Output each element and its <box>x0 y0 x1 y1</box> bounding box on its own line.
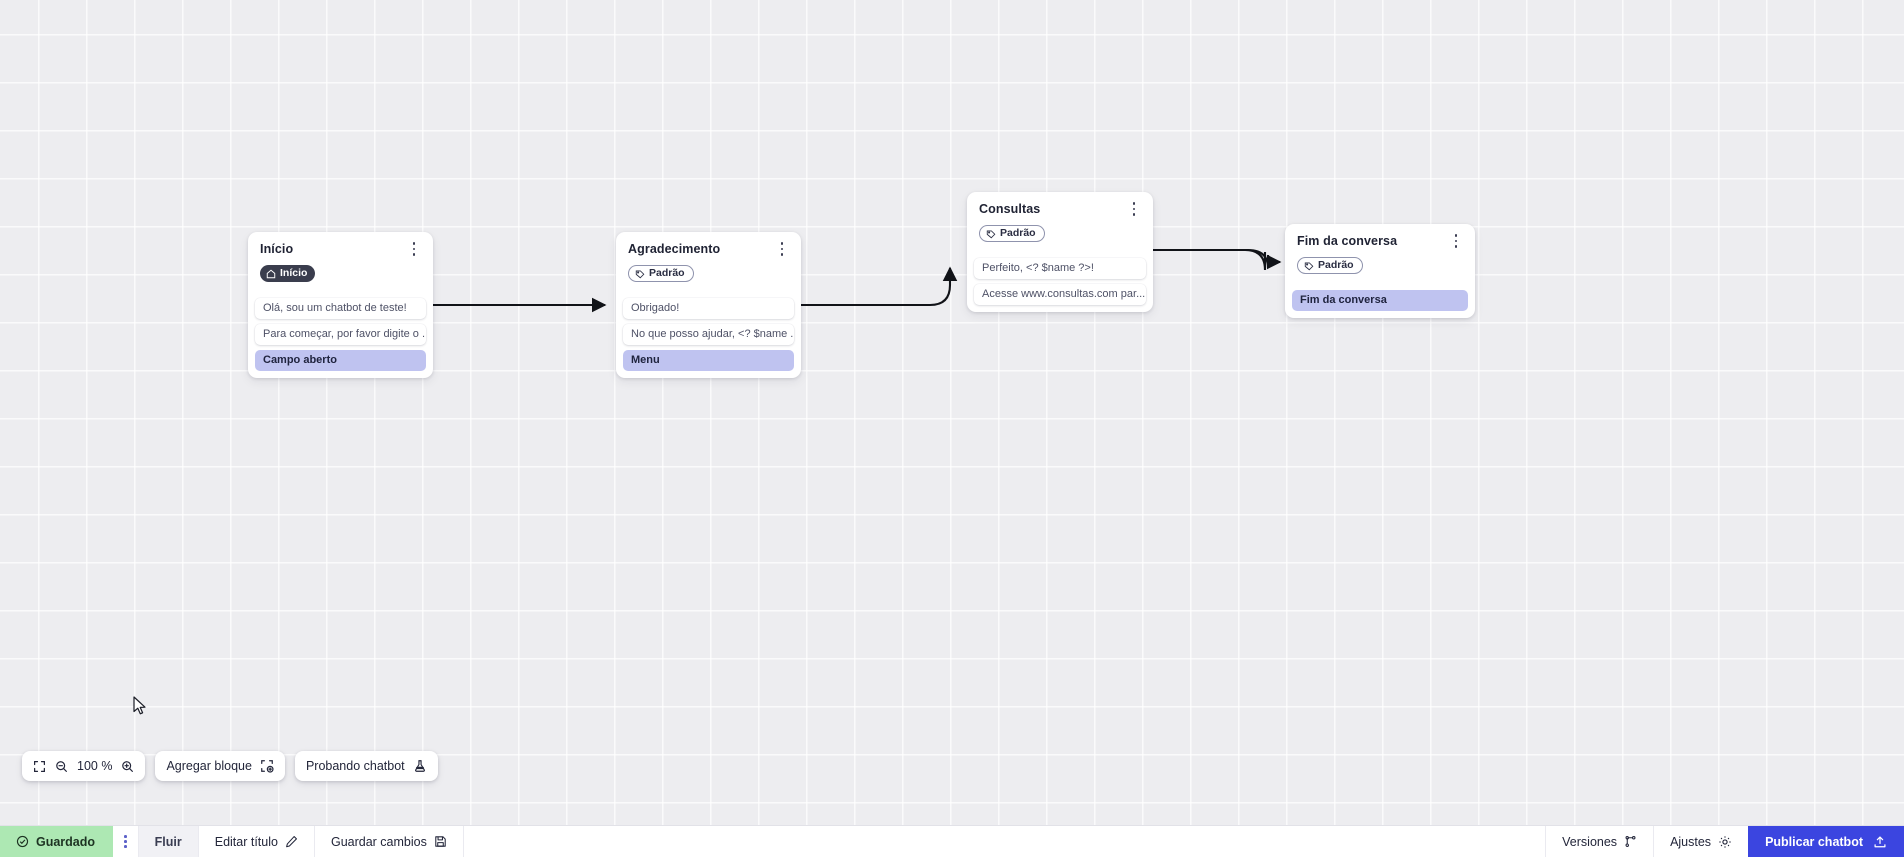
node-rows: Perfeito, <? $name ?>! Acesse www.consul… <box>967 257 1153 312</box>
test-chatbot-label: Probando chatbot <box>305 758 405 773</box>
connector-layer <box>357 248 1282 313</box>
flow-options-menu-button[interactable] <box>113 826 139 857</box>
saved-status-badge: Guardado <box>0 826 114 857</box>
test-chatbot-button[interactable]: Probando chatbot <box>306 759 427 773</box>
test-chatbot-group[interactable]: Probando chatbot <box>294 751 438 781</box>
node-agradecimento[interactable]: Agradecimento Padrão Obrigado! No que po… <box>616 232 801 378</box>
node-title: Fim da conversa <box>1297 234 1398 248</box>
versions-button[interactable]: Versiones <box>1545 826 1653 857</box>
node-title: Agradecimento <box>628 242 721 256</box>
node-title: Consultas <box>979 202 1041 216</box>
save-changes-label: Guardar cambios <box>330 834 427 849</box>
publish-chatbot-button[interactable]: Publicar chatbot <box>1748 826 1904 857</box>
edit-title-label: Editar título <box>214 834 278 849</box>
save-changes-button[interactable]: Guardar cambios <box>315 826 464 857</box>
node-badge-start: Início <box>260 265 316 282</box>
zoom-in-icon[interactable] <box>121 760 134 773</box>
publish-chatbot-label: Publicar chatbot <box>1765 834 1863 849</box>
settings-button[interactable]: Ajustes <box>1653 826 1748 857</box>
flask-icon <box>413 759 427 773</box>
add-block-icon <box>260 759 274 773</box>
node-menu-button[interactable] <box>775 241 789 257</box>
node-row-action[interactable]: Campo aberto <box>255 349 426 371</box>
node-row-message[interactable]: Acesse www.consultas.com par... <box>974 283 1146 305</box>
edit-title-button[interactable]: Editar título <box>199 826 315 857</box>
tab-fluir-label: Fluir <box>154 834 182 849</box>
edge-agradecimento-to-consultas <box>660 266 958 307</box>
tag-icon <box>1304 261 1314 271</box>
node-rows: Fim da conversa <box>1285 289 1475 318</box>
saved-status-label: Guardado <box>36 834 96 849</box>
node-menu-button[interactable] <box>1449 233 1463 249</box>
bottom-status-bar[interactable]: Guardado Fluir Editar título Guardar cam… <box>0 825 1904 857</box>
node-menu-button[interactable] <box>407 241 421 257</box>
edge-consultas-to-fim <box>1152 248 1267 271</box>
node-consultas[interactable]: Consultas Padrão Perfeito, <? $name ?>! … <box>967 192 1153 312</box>
save-disk-icon <box>434 835 447 848</box>
zoom-level-label: 100 % <box>77 759 113 773</box>
zoom-out-icon[interactable] <box>55 760 68 773</box>
branch-icon <box>1624 835 1637 848</box>
node-inicio[interactable]: Início Início Olá, sou um chatbot de tes… <box>248 232 433 378</box>
node-header: Início Início <box>248 232 433 293</box>
tab-fluir[interactable]: Fluir <box>138 826 199 857</box>
node-row-action[interactable]: Menu <box>623 349 794 371</box>
node-fim-da-conversa[interactable]: Fim da conversa Padrão Fim da conversa <box>1285 224 1475 318</box>
upload-icon <box>1873 835 1887 849</box>
tag-icon <box>986 229 996 239</box>
pencil-icon <box>285 835 298 848</box>
node-row-message[interactable]: Olá, sou um chatbot de teste! <box>255 297 426 319</box>
node-badge-label: Padrão <box>1000 227 1036 240</box>
edge-consultas-to-fim-curve <box>1152 248 1282 270</box>
add-block-button[interactable]: Agregar bloque <box>166 758 274 773</box>
settings-label: Ajustes <box>1670 834 1712 849</box>
add-block-group[interactable]: Agregar bloque <box>155 751 285 781</box>
add-block-label: Agregar bloque <box>166 758 252 773</box>
gear-icon <box>1718 835 1732 849</box>
check-circle-icon <box>16 835 29 848</box>
mouse-cursor <box>133 696 149 723</box>
fit-screen-icon[interactable] <box>33 760 46 773</box>
canvas-toolbar[interactable]: 100 % Agregar bloque <box>22 751 438 781</box>
node-rows: Obrigado! No que posso ajudar, <? $name … <box>616 297 801 378</box>
zoom-controls[interactable]: 100 % <box>22 751 146 781</box>
node-row-message[interactable]: No que posso ajudar, <? $name ... <box>623 323 794 345</box>
node-row-message[interactable]: Obrigado! <box>623 297 794 319</box>
node-header: Fim da conversa Padrão <box>1285 224 1475 285</box>
node-badge-default: Padrão <box>979 225 1045 242</box>
home-icon <box>266 269 276 279</box>
flow-canvas[interactable]: Início Início Olá, sou um chatbot de tes… <box>0 0 1904 825</box>
node-header: Agradecimento Padrão <box>616 232 801 293</box>
node-badge-label: Início <box>280 267 308 280</box>
node-rows: Olá, sou um chatbot de teste! Para começ… <box>248 297 433 378</box>
node-badge-default: Padrão <box>1297 257 1363 274</box>
node-badge-default: Padrão <box>628 265 694 282</box>
tag-icon <box>635 269 645 279</box>
node-title: Início <box>260 242 294 256</box>
node-menu-button[interactable] <box>1127 201 1141 217</box>
node-badge-label: Padrão <box>649 267 685 280</box>
status-bar-right[interactable]: Versiones Ajustes Publicar chatbot <box>1545 826 1904 857</box>
node-row-message[interactable]: Para começar, por favor digite o ... <box>255 323 426 345</box>
versions-label: Versiones <box>1562 834 1618 849</box>
node-row-message[interactable]: Perfeito, <? $name ?>! <box>974 257 1146 279</box>
node-row-action[interactable]: Fim da conversa <box>1292 289 1468 311</box>
node-header: Consultas Padrão <box>967 192 1153 253</box>
node-badge-label: Padrão <box>1318 259 1354 272</box>
